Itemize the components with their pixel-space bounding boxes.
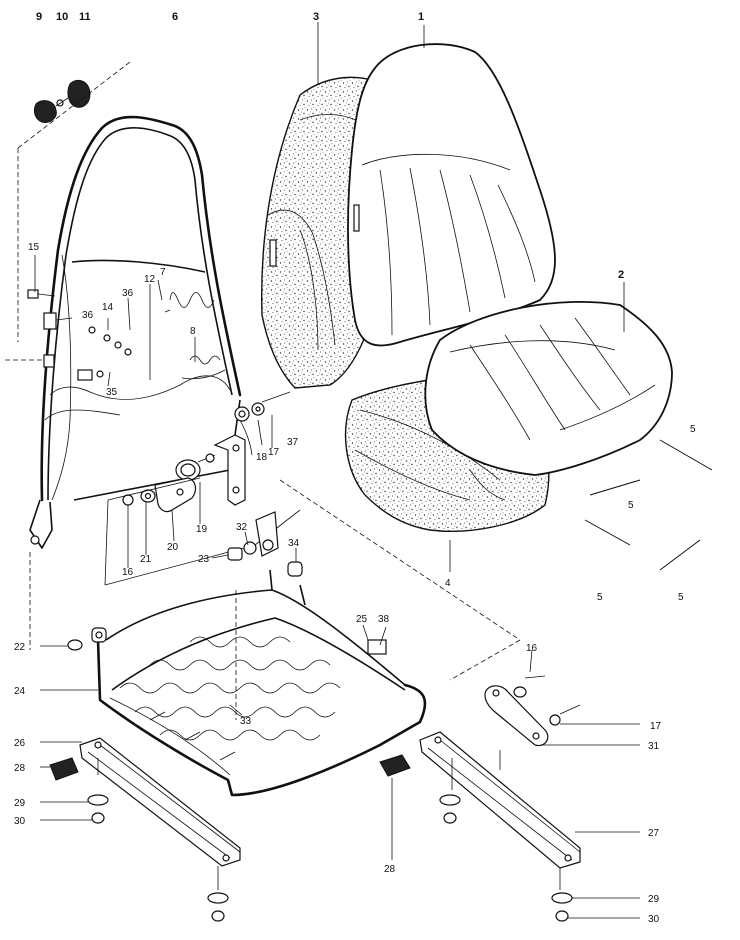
assembly-dash-lines	[5, 61, 521, 720]
callout-38: 38	[378, 614, 390, 625]
callout-26: 26	[14, 738, 26, 749]
seat-frame	[91, 569, 427, 797]
washers-and-nuts	[67, 639, 573, 922]
callout-36a: 36	[82, 310, 94, 321]
callout-35: 35	[106, 387, 118, 398]
callout-24: 24	[14, 686, 26, 697]
callout-5b: 5	[628, 500, 634, 511]
right-bracket-31	[484, 675, 581, 747]
callout-27: 27	[648, 828, 660, 839]
callout-29b: 29	[648, 894, 660, 905]
recline-mechanism-parts	[122, 453, 216, 513]
callout-20: 20	[167, 542, 179, 553]
callout-2: 2	[618, 269, 624, 281]
backrest-small-parts	[27, 289, 132, 381]
callout-19: 19	[196, 524, 208, 535]
callout-8: 8	[190, 326, 196, 337]
callout-28a: 28	[14, 763, 26, 774]
callout-6: 6	[172, 11, 178, 23]
callout-5c: 5	[597, 592, 603, 603]
callout-5a: 5	[690, 424, 696, 435]
callout-31: 31	[648, 741, 660, 752]
callout-16a: 16	[122, 567, 134, 578]
callout-11: 11	[79, 11, 91, 23]
callout-15: 15	[28, 242, 40, 253]
callout-1: 1	[418, 11, 424, 23]
callout-28b: 28	[384, 864, 396, 875]
callout-10: 10	[56, 11, 68, 23]
callout-12: 12	[144, 274, 156, 285]
slide-pads	[49, 754, 411, 781]
callout-37: 37	[287, 437, 299, 448]
callout-32: 32	[236, 522, 248, 533]
callout-30a: 30	[14, 816, 26, 827]
callout-5d: 5	[678, 592, 684, 603]
clip-lines-5	[584, 439, 713, 571]
callout-23: 23	[198, 554, 210, 565]
callout-22: 22	[14, 642, 26, 653]
pivot-parts	[227, 511, 303, 577]
seat-cushion	[424, 301, 673, 476]
callout-16b: 16	[526, 643, 538, 654]
callout-34: 34	[288, 538, 300, 549]
callout-17b: 17	[650, 721, 662, 732]
callout-9: 9	[36, 11, 42, 23]
callout-18: 18	[256, 452, 268, 463]
leader-lines	[34, 22, 640, 919]
backrest-spring-8	[181, 355, 226, 380]
callout-36b: 36	[122, 288, 134, 299]
callout-7: 7	[160, 267, 166, 278]
callout-25: 25	[356, 614, 368, 625]
callout-4: 4	[445, 578, 451, 589]
left-seat-rail	[79, 737, 241, 890]
backrest-spring-7	[164, 292, 215, 313]
callout-21: 21	[140, 554, 152, 565]
callout-14: 14	[102, 302, 114, 313]
recline-bracket-parts	[213, 391, 291, 506]
callout-17a: 17	[268, 447, 280, 458]
callout-33: 33	[240, 716, 252, 727]
callout-29a: 29	[14, 798, 26, 809]
callout-30b: 30	[648, 914, 660, 925]
callout-labels: 1 2 3 4 5 5 5 5 6 7 8 9 10 11 12 14 15 1…	[14, 11, 696, 925]
backrest-frame	[29, 115, 242, 549]
recline-knob-parts	[33, 79, 91, 123]
right-seat-rail	[419, 731, 581, 890]
callout-3: 3	[313, 11, 319, 23]
backrest-cushion	[347, 43, 556, 347]
